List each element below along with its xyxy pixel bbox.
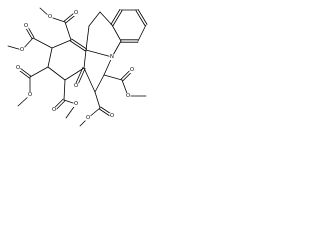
oxygen-atom-label: O <box>110 113 114 119</box>
atom-label-background <box>73 10 79 16</box>
nitrogen-atom-label: N <box>110 54 114 60</box>
double-bond <box>110 8 123 27</box>
single-bond <box>137 24 147 42</box>
atom-label-background <box>129 67 135 73</box>
oxygen-atom-label: O <box>24 23 28 29</box>
atom-label-background <box>73 83 79 89</box>
oxygen-atom-label: O <box>20 47 24 53</box>
double-bond <box>120 39 139 43</box>
atom-label-background <box>109 113 115 119</box>
oxygen-atom-label: O <box>126 93 130 99</box>
single-bond <box>47 66 66 81</box>
bond-layer <box>7 7 148 127</box>
oxygen-atom-label: O <box>130 67 134 73</box>
single-bond <box>83 67 96 93</box>
single-bond <box>88 11 101 27</box>
atom-label-background <box>47 14 53 20</box>
single-bond <box>63 79 66 101</box>
oxygen-atom-label: O <box>48 14 52 20</box>
single-bond <box>29 66 49 78</box>
oxygen-atom-label: O <box>28 92 32 98</box>
atom-label-background <box>51 107 57 113</box>
single-bond <box>51 39 72 49</box>
oxygen-atom-label: O <box>74 101 78 107</box>
single-bond <box>83 49 87 69</box>
single-bond <box>103 74 123 81</box>
single-bond <box>111 24 122 42</box>
single-bond <box>64 21 72 41</box>
oxygen-atom-label: O <box>86 115 90 121</box>
atom-label-background <box>19 47 25 53</box>
atom-label-layer: N O O O O O O O O O O O O O <box>15 10 135 121</box>
atom-label-background <box>109 54 115 60</box>
double-bond <box>135 8 148 27</box>
single-bond <box>85 25 90 51</box>
single-bond <box>64 67 85 81</box>
oxygen-atom-label: O <box>74 83 78 89</box>
single-bond <box>47 47 53 68</box>
atom-label-background <box>85 115 91 121</box>
oxygen-atom-label: O <box>52 107 56 113</box>
chemical-structure-diagram: N O O O O O O O O O O O O O <box>7 7 148 127</box>
oxygen-atom-label: O <box>74 10 78 16</box>
atom-label-background <box>125 93 131 99</box>
oxygen-atom-label: O <box>16 65 20 71</box>
single-bond <box>85 49 113 58</box>
single-bond <box>99 11 113 26</box>
single-bond <box>94 74 105 93</box>
atom-label-background <box>27 92 33 98</box>
atom-label-background <box>15 65 21 71</box>
atom-label-background <box>23 23 29 29</box>
single-bond <box>94 91 101 109</box>
single-bond <box>32 37 53 49</box>
atom-label-background <box>73 101 79 107</box>
double-bond <box>69 38 88 52</box>
